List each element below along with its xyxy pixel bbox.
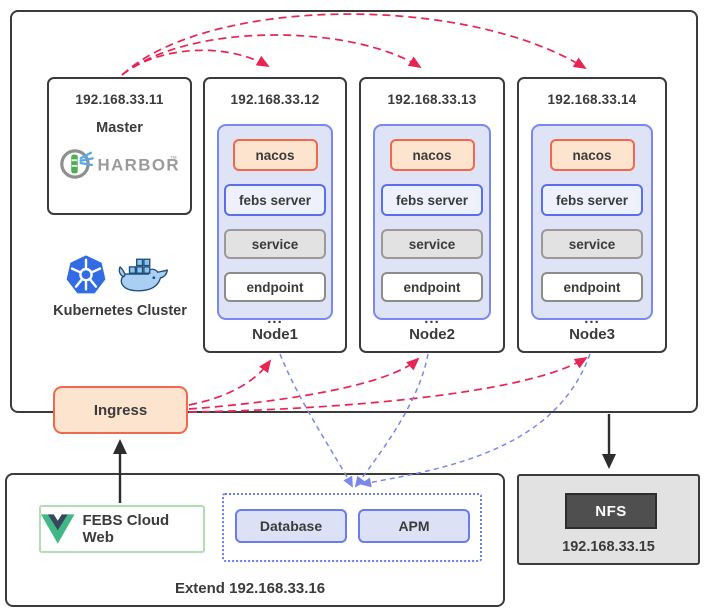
nfs-badge: NFS [565, 493, 657, 529]
service-box: service [381, 229, 483, 259]
node2-ip: 192.168.33.13 [387, 92, 477, 107]
endpoint-box: endpoint [541, 272, 643, 302]
febs-server-box: febs server [224, 184, 326, 216]
nacos-box: nacos [549, 139, 635, 171]
service-box: service [224, 229, 326, 259]
node3-box: 192.168.33.14 nacos febs server service … [517, 77, 667, 353]
harbor-logo: HARBOR ™ [49, 146, 190, 182]
node2-pod-group: nacos febs server service endpoint ... [373, 124, 491, 327]
nfs-box: NFS 192.168.33.15 [517, 474, 700, 565]
node2-box: 192.168.33.13 nacos febs server service … [359, 77, 505, 353]
febs-server-box: febs server [381, 184, 483, 216]
ellipsis-label: ... [424, 310, 440, 327]
node3-label: Node3 [569, 326, 615, 343]
node1-box: 192.168.33.12 nacos febs server service … [203, 77, 347, 353]
docker-icon [118, 258, 168, 292]
node3-pod-group: nacos febs server service endpoint ... [531, 124, 653, 327]
master-role-label: Master [96, 120, 143, 136]
node1-pod-group: nacos febs server service endpoint ... [217, 124, 333, 327]
cluster-label: Kubernetes Cluster [53, 303, 187, 319]
master-box: 192.168.33.11 Master HARBOR ™ [47, 77, 192, 215]
nfs-ip: 192.168.33.15 [562, 539, 655, 555]
extend-services-dotted-box [222, 493, 482, 562]
febs-cloud-web-box: FEBS Cloud Web [39, 505, 205, 553]
master-ip: 192.168.33.11 [75, 92, 164, 107]
febs-cloud-web-label: FEBS Cloud Web [82, 512, 170, 546]
node3-ip: 192.168.33.14 [547, 92, 637, 107]
service-box: service [541, 229, 643, 259]
kubernetes-icon [66, 255, 106, 294]
node1-label: Node1 [252, 326, 298, 343]
harbor-trademark: ™ [169, 154, 177, 163]
febs-server-box: febs server [541, 184, 643, 216]
apm-box: APM [358, 509, 470, 543]
vue-icon [41, 514, 75, 544]
endpoint-box: endpoint [224, 272, 326, 302]
nacos-box: nacos [389, 139, 475, 171]
ellipsis-label: ... [267, 310, 283, 327]
extend-label: Extend 192.168.33.16 [174, 580, 326, 597]
nacos-box: nacos [232, 139, 318, 171]
ingress-box: Ingress [53, 386, 188, 434]
node1-ip: 192.168.33.12 [230, 92, 320, 107]
endpoint-box: endpoint [381, 272, 483, 302]
harbor-wordmark: HARBOR [97, 156, 180, 175]
node2-label: Node2 [409, 326, 455, 343]
harbor-icon: HARBOR ™ [59, 149, 180, 179]
cluster-badges [58, 252, 178, 298]
ellipsis-label: ... [584, 310, 600, 327]
database-box: Database [235, 509, 347, 543]
